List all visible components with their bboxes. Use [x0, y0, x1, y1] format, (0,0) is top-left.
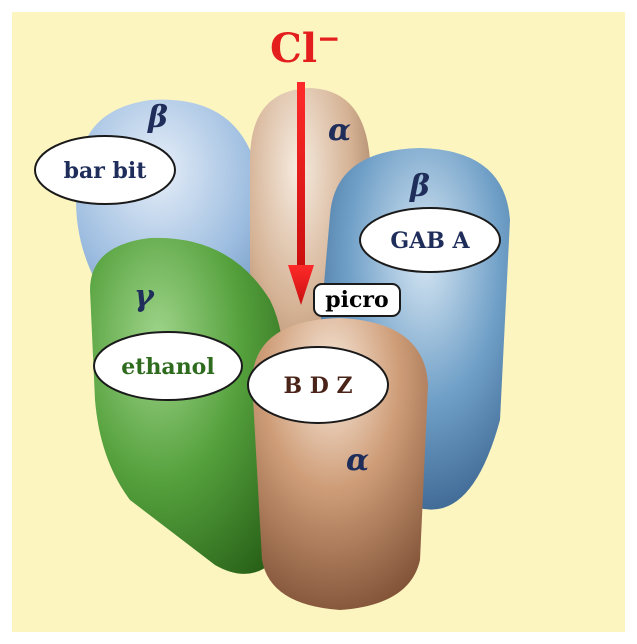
barbiturate-site: bar bit [35, 136, 175, 204]
ion-symbol: Cl [270, 25, 317, 72]
barbit-label: bar bit [64, 158, 148, 184]
alpha-top-letter: α [328, 113, 351, 148]
beta-left-letter: β [147, 100, 168, 135]
gaba-label: GAB A [390, 228, 470, 254]
bdz-label: B D Z [283, 373, 352, 399]
arrow-shaft [297, 82, 305, 272]
ethanol-site: ethanol [94, 332, 242, 400]
beta-right-letter: β [409, 169, 430, 204]
gamma-letter: γ [134, 279, 155, 314]
ion-charge: − [317, 22, 340, 55]
picrotoxin-site: picro [314, 284, 400, 316]
ethanol-label: ethanol [121, 354, 214, 380]
alpha-front-letter: α [346, 443, 369, 478]
benzodiazepine-site: B D Z [248, 347, 388, 423]
picro-label: picro [325, 287, 388, 313]
gaba-site: GAB A [360, 208, 500, 272]
